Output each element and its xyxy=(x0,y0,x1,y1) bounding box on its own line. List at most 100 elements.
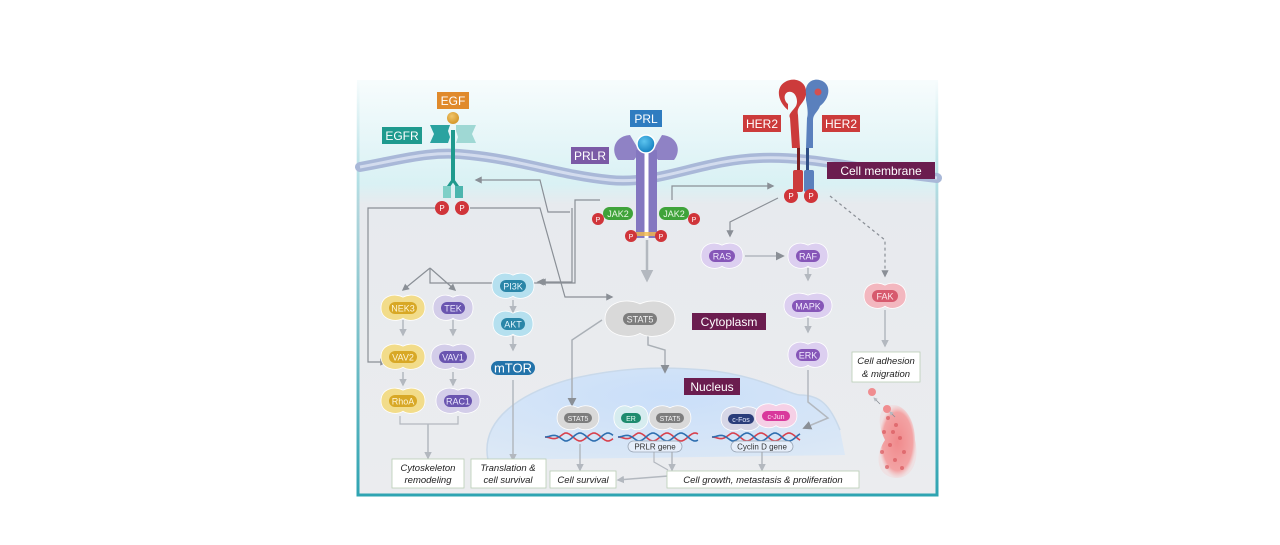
protein-pill xyxy=(709,250,735,262)
label-nucleus: Nucleus xyxy=(684,378,740,395)
label-cytoplasm: Cytoplasm xyxy=(692,313,766,330)
protein-fak: FAK xyxy=(863,282,907,309)
dna-helix-2 xyxy=(617,432,699,442)
tumor-cell-nucleus xyxy=(898,436,902,440)
label-cell-membrane: Cell membrane xyxy=(827,162,935,179)
jak2-left: JAK2 xyxy=(603,207,633,220)
svg-text:EGF: EGF xyxy=(441,94,466,108)
protein-label: RhoA xyxy=(392,397,415,407)
protein-erk: ERK xyxy=(787,341,829,368)
svg-text:P: P xyxy=(808,192,813,201)
svg-text:HER2: HER2 xyxy=(825,117,857,131)
phospho-her2-2: P xyxy=(804,189,818,203)
protein-label: RAF xyxy=(799,252,818,262)
protein-pill xyxy=(389,351,417,363)
dna-strands xyxy=(544,432,801,442)
tumor-cell-nucleus xyxy=(888,443,892,447)
dna-strand-blue xyxy=(617,432,699,442)
protein-label: VAV1 xyxy=(442,353,464,363)
svg-text:& migration: & migration xyxy=(862,369,910,380)
migrating-cell-2 xyxy=(883,405,891,413)
outcome-cell-adhesion-migration: Cell adhesion & migration xyxy=(851,351,921,383)
protein-pill xyxy=(796,349,820,361)
tumor-cell-cluster xyxy=(868,388,917,478)
label-egfr: EGFR xyxy=(382,127,422,144)
phospho-egfr-1: P xyxy=(435,201,449,215)
tumor-cell-nucleus xyxy=(893,458,897,462)
protein-rhoa: RhoA xyxy=(380,387,426,414)
protein-er: ER xyxy=(613,405,649,431)
protein-label: STAT5 xyxy=(660,416,681,423)
protein-rac1: RAC1 xyxy=(435,387,481,414)
protein-tek: TEK xyxy=(432,294,474,321)
protein-vav1: VAV1 xyxy=(430,343,476,370)
tumor-cell-nucleus xyxy=(880,450,884,454)
protein-label: PI3K xyxy=(503,282,523,292)
protein-label: c-Fos xyxy=(732,417,750,424)
dna-strand-blue xyxy=(711,432,801,442)
svg-text:P: P xyxy=(459,204,464,213)
phospho-groups: P P P P P P P P xyxy=(435,189,818,242)
svg-text:P: P xyxy=(788,192,793,201)
svg-text:P: P xyxy=(692,217,697,224)
pathway-connectors xyxy=(367,176,889,484)
protein-label: c-Jun xyxy=(767,414,784,421)
svg-text:Cell survival: Cell survival xyxy=(557,475,609,486)
outcome-cell-survival: Cell survival xyxy=(549,470,617,489)
phospho-jak2-right-outer: P xyxy=(688,213,700,225)
protein-label: mTOR xyxy=(494,361,532,376)
svg-text:JAK2: JAK2 xyxy=(607,209,629,219)
protein-pill xyxy=(500,280,526,292)
protein-label: ERK xyxy=(799,351,818,361)
svg-text:Nucleus: Nucleus xyxy=(690,380,733,394)
dna-strand-blue xyxy=(544,432,614,442)
jak2-right: JAK2 xyxy=(659,207,689,220)
svg-text:Cell growth, metastasis & prol: Cell growth, metastasis & proliferation xyxy=(683,475,842,486)
svg-text:remodeling: remodeling xyxy=(405,475,453,486)
protein-label: TEK xyxy=(444,304,462,314)
protein-raf: RAF xyxy=(787,242,829,269)
prl-ligand-ball xyxy=(636,134,656,154)
protein-label: VAV2 xyxy=(392,353,414,363)
svg-text:P: P xyxy=(596,217,601,224)
nuclear-envelope xyxy=(486,367,841,461)
svg-text:Cell membrane: Cell membrane xyxy=(840,164,922,178)
svg-text:Cell adhesion: Cell adhesion xyxy=(857,356,915,367)
protein-cjun: c-Jun xyxy=(754,403,798,429)
tumor-cell-nucleus xyxy=(894,423,898,427)
svg-text:Cyclin D gene: Cyclin D gene xyxy=(737,443,787,452)
protein-label: ER xyxy=(626,416,636,423)
protein-pill xyxy=(439,351,467,363)
svg-text:PRLR: PRLR xyxy=(574,149,606,163)
svg-text:PRLR gene: PRLR gene xyxy=(634,443,676,452)
svg-text:P: P xyxy=(659,234,664,241)
protein-pi3k: PI3K xyxy=(491,272,535,299)
protein-mapk: MAPK xyxy=(783,292,833,319)
protein-pill xyxy=(444,395,472,407)
svg-text:cell survival: cell survival xyxy=(483,475,533,486)
protein-cfos: c-Fos xyxy=(720,406,762,432)
protein-stat5-nuc2: STAT5 xyxy=(648,405,692,431)
protein-pill xyxy=(623,313,657,325)
prlr-gene-label: PRLR gene xyxy=(627,440,683,453)
protein-pill xyxy=(872,290,898,302)
tumor-cell-nucleus xyxy=(885,465,889,469)
egf-ligand-ball xyxy=(447,112,459,124)
protein-pill xyxy=(762,411,790,421)
phospho-jak2-left-outer: P xyxy=(592,213,604,225)
protein-pill xyxy=(564,413,592,423)
svg-text:EGFR: EGFR xyxy=(385,129,419,143)
phospho-her2-1: P xyxy=(784,189,798,203)
protein-label: MAPK xyxy=(795,302,821,312)
protein-pill xyxy=(728,414,754,424)
label-prlr: PRLR xyxy=(571,147,609,164)
prlr-receptor xyxy=(614,135,678,238)
tumor-cell-nucleus xyxy=(900,466,904,470)
phospho-prlr-left: P xyxy=(625,230,637,242)
dna-strand-red xyxy=(544,432,614,442)
svg-text:HER2: HER2 xyxy=(746,117,778,131)
protein-pill xyxy=(656,413,684,423)
svg-text:Cytoplasm: Cytoplasm xyxy=(701,315,758,329)
protein-label: NEK3 xyxy=(391,304,415,314)
